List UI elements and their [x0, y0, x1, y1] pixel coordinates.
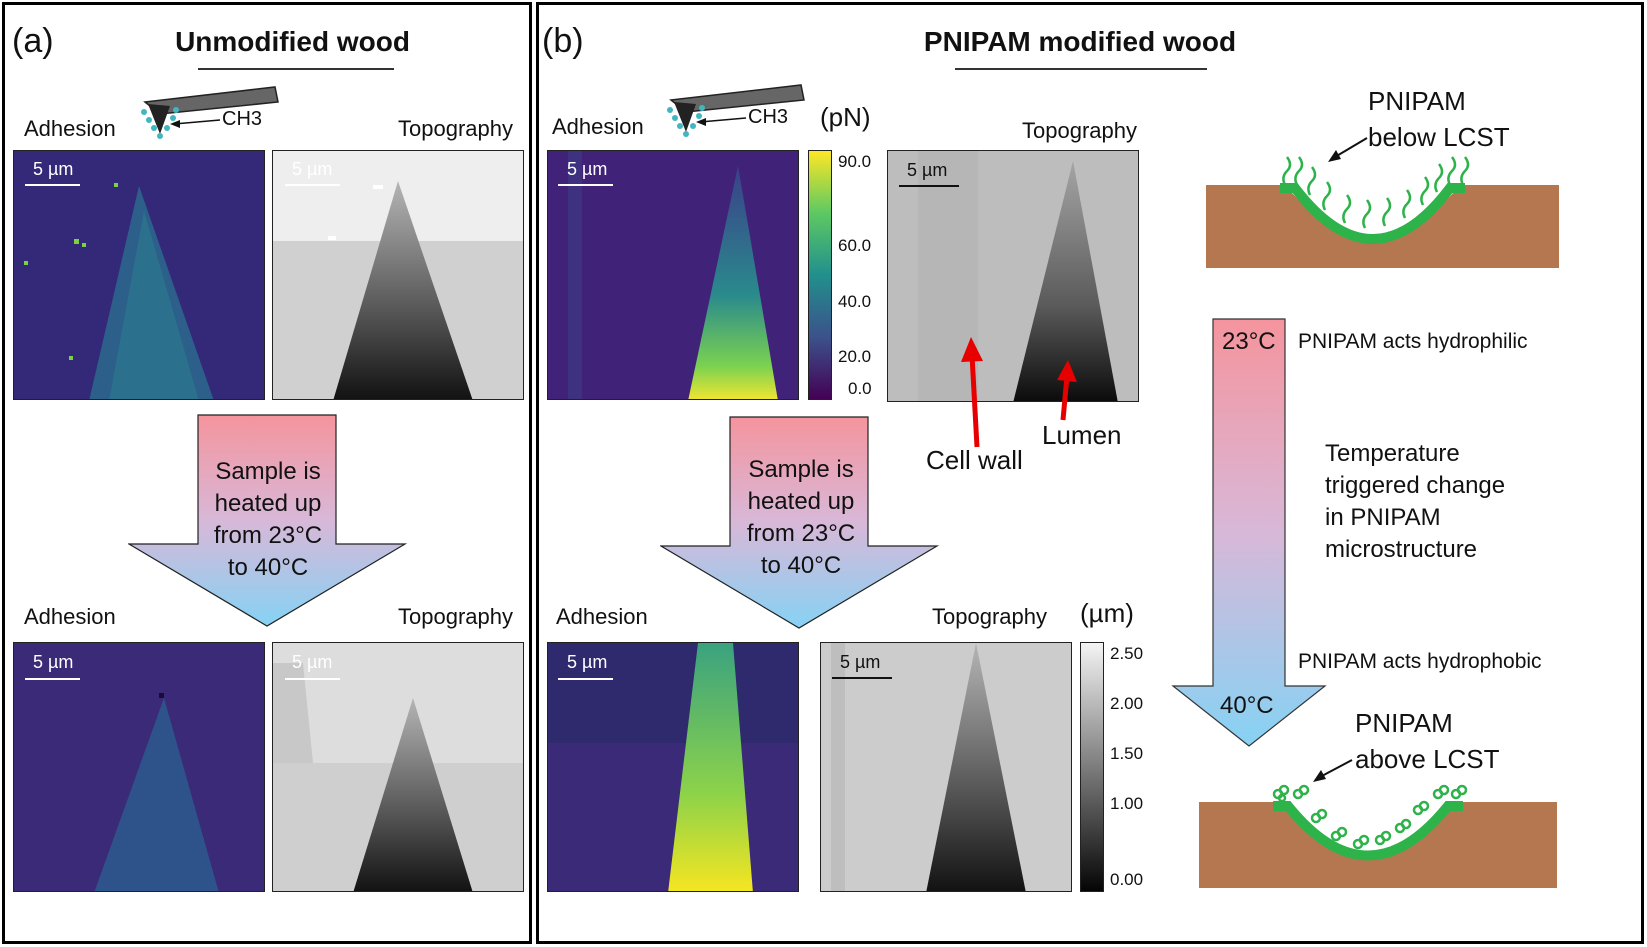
afm-tip-icon [667, 84, 805, 137]
panel-a-adhesion-map-before [13, 150, 265, 400]
scale-bar-line [899, 185, 959, 187]
scale-bar-line [285, 184, 340, 186]
heating-arrow-line-4: to 40°C [760, 552, 842, 579]
scale-bar-line [25, 184, 80, 186]
height-tick: 1.50 [1110, 744, 1144, 763]
scale-bar-line [25, 678, 80, 680]
scale-bar-label: 5 µm [567, 159, 608, 179]
heating-arrow [660, 416, 940, 629]
panel-a-top-adhesion-label: Adhesion [24, 116, 116, 141]
center-line-4: microstructure [1325, 536, 1478, 563]
heating-arrow-line-3: from 23°C [746, 520, 856, 547]
panel-b-topography-map-after [820, 642, 1072, 892]
panel-a-adhesion-map-after [13, 642, 265, 892]
temperature-start: 23°C [1222, 328, 1276, 355]
heating-arrow-line-2: heated up [214, 490, 322, 517]
scale-bar-label: 5 µm [567, 652, 608, 672]
panel-b-title: PNIPAM modified wood [923, 26, 1237, 57]
cell-wall-arrow [961, 337, 983, 448]
panel-b-top-adhesion-label: Adhesion [552, 114, 644, 139]
panel-b-height-unit: (µm) [1080, 598, 1134, 628]
center-line-2: triggered change [1325, 472, 1506, 499]
center-line-1: Temperature [1325, 440, 1460, 467]
panel-a-title-underline [198, 68, 394, 70]
cell-wall-annotation: Cell wall [926, 445, 1023, 475]
hydrophilic-label: PNIPAM acts hydrophilic [1298, 330, 1528, 353]
panel-a-bottom-adhesion-label: Adhesion [24, 604, 116, 629]
temperature-arrow [1171, 318, 1327, 747]
panel-b-title-underline [955, 68, 1207, 70]
height-tick: 2.00 [1110, 694, 1144, 713]
panel-b-adhesion-map-after [547, 642, 799, 892]
panel-b [536, 2, 1644, 944]
panel-a-tip-group: CH3 [222, 108, 263, 130]
adhesion-tick: 90.0 [838, 152, 872, 171]
panel-a-top-topography-label: Topography [398, 116, 513, 141]
schematic-bottom-label-2: above LCST [1355, 744, 1500, 774]
scale-bar-label: 5 µm [33, 159, 74, 179]
scale-bar-line [558, 184, 613, 186]
scale-bar-label: 5 µm [292, 652, 333, 672]
lumen-annotation: Lumen [1042, 420, 1122, 450]
panel-a-bottom-topography-label: Topography [398, 604, 513, 629]
afm-tip-icon [141, 86, 279, 139]
adhesion-tick: 40.0 [838, 292, 872, 311]
label-pointer-arrow [1328, 137, 1368, 162]
panel-b-adhesion-unit: (pN) [820, 102, 871, 132]
scale-bar-label: 5 µm [840, 652, 881, 672]
panel-a-label: (a) [12, 22, 54, 60]
panel-b-topography-map-before [887, 150, 1139, 402]
scale-bar-label: 5 µm [292, 159, 333, 179]
height-colorbar [1080, 642, 1104, 892]
scale-bar-line [832, 677, 892, 679]
schematic-bottom-label-1: PNIPAM [1355, 708, 1453, 738]
label-pointer-arrow [1313, 759, 1353, 782]
heating-arrow-line-3: from 23°C [213, 522, 323, 549]
panel-b-adhesion-map-before [547, 150, 799, 400]
height-tick: 2.50 [1110, 644, 1144, 663]
adhesion-tick: 0.0 [848, 379, 872, 398]
panel-a [2, 2, 532, 944]
panel-b-bottom-adhesion-label: Adhesion [556, 604, 648, 629]
adhesion-tick: 20.0 [838, 347, 872, 366]
scale-bar-label: 5 µm [33, 652, 74, 672]
heating-arrow-line-4: to 40°C [227, 554, 309, 581]
pnipam-above-lcst-schematic [1199, 784, 1557, 888]
panel-a-topography-map-before [272, 150, 524, 400]
schematic-top-label-2: below LCST [1368, 122, 1510, 152]
heating-arrow [128, 414, 408, 627]
panel-b-bottom-topography-label: Topography [932, 604, 1047, 629]
pnipam-below-lcst-schematic [1206, 156, 1559, 268]
adhesion-colorbar [808, 150, 832, 400]
panel-b-top-topography-label: Topography [1022, 118, 1137, 143]
panel-a-title: Unmodified wood [175, 26, 410, 57]
hydrophobic-label: PNIPAM acts hydrophobic [1298, 650, 1542, 673]
heating-arrow-line-2: heated up [747, 488, 855, 515]
lumen-arrow [1057, 360, 1077, 421]
temperature-end: 40°C [1220, 692, 1274, 719]
height-tick: 1.00 [1110, 794, 1144, 813]
heating-arrow-line-1: Sample is [215, 458, 321, 485]
height-tick: 0.00 [1110, 870, 1144, 889]
panel-a-topography-map-after [272, 642, 524, 892]
adhesion-tick: 60.0 [838, 236, 872, 255]
scale-bar-label: 5 µm [907, 160, 948, 180]
center-line-3: in PNIPAM [1325, 504, 1441, 531]
scale-bar-line [285, 678, 340, 680]
panel-b-tip-group: CH3 [748, 106, 789, 128]
scale-bar-line [558, 678, 613, 680]
panel-b-label: (b) [542, 22, 584, 60]
schematic-top-label-1: PNIPAM [1368, 86, 1466, 116]
heating-arrow-line-1: Sample is [748, 456, 854, 483]
